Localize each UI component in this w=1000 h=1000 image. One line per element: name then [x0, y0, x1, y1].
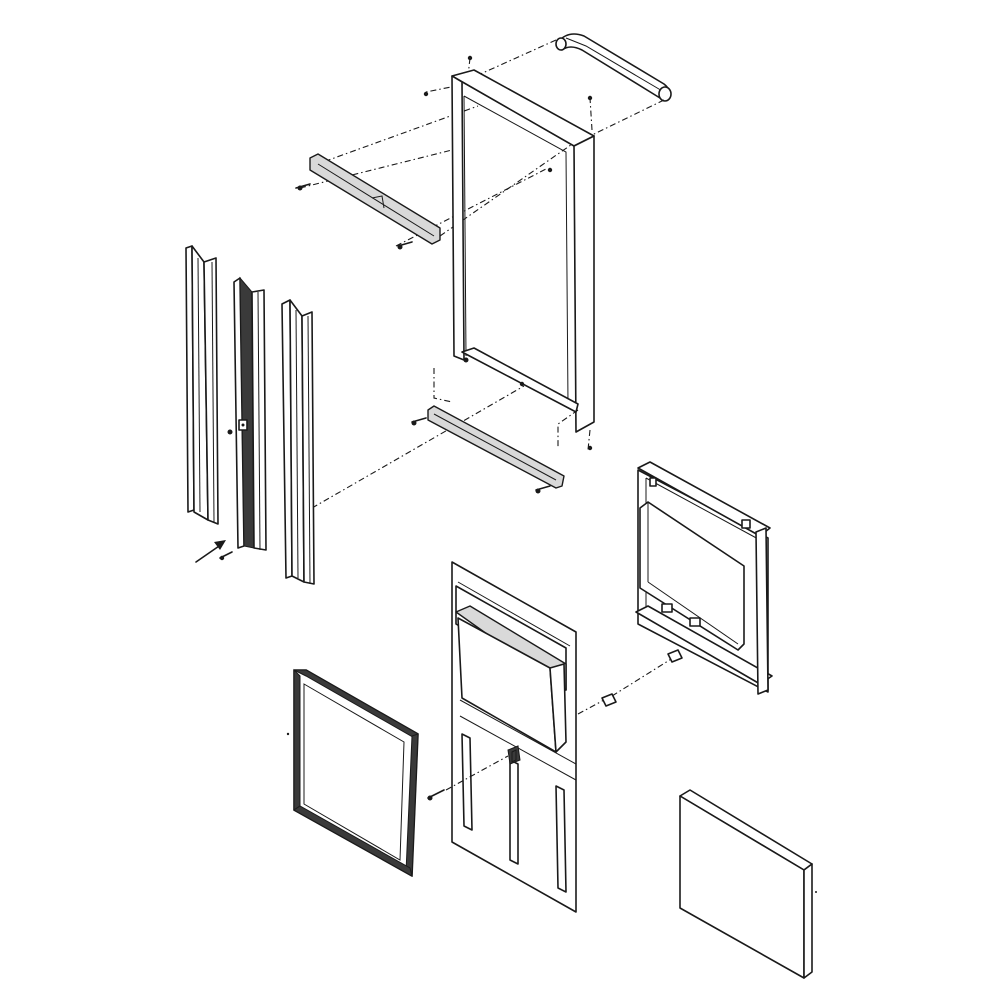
- left-channel-post: [185, 245, 219, 525]
- side-board: [679, 789, 817, 979]
- center-panel-screw: [427, 755, 509, 801]
- side-panel-assembly: [635, 461, 773, 695]
- cabinet-frame: [451, 69, 595, 433]
- bottom-bracket: [411, 405, 593, 494]
- filter-frame: [286, 668, 419, 878]
- right-channel-post: [281, 299, 315, 585]
- top-bracket: [295, 55, 593, 250]
- side-panel-clips: [601, 649, 683, 707]
- alignment-lines-top: [299, 39, 665, 247]
- top-rail-tube: [555, 33, 672, 102]
- assembly-arrow: [195, 540, 233, 563]
- alignment-lines-side: [577, 655, 677, 715]
- center-channel-post: [227, 276, 267, 551]
- center-panel: [451, 561, 577, 913]
